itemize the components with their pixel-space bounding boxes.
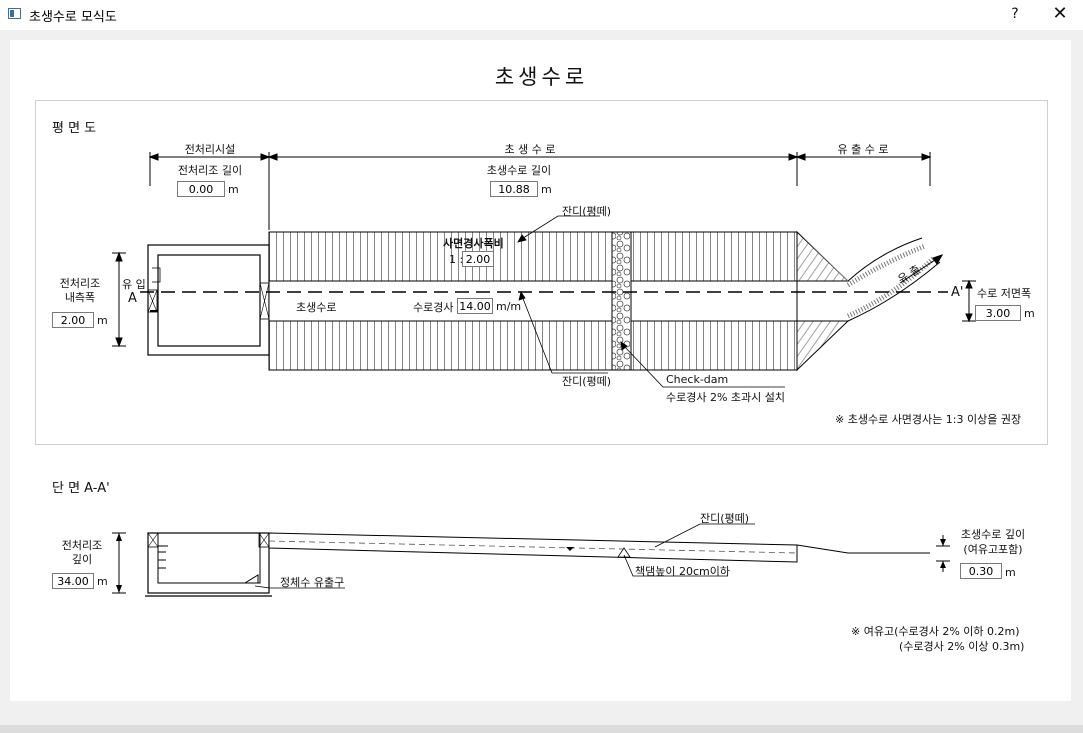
side-slope-prefix: 1 : [449,253,464,266]
section-view-title: 단 면 A-A' [52,481,110,496]
inlet-label: 유 입 [122,278,146,291]
channel-depth-unit: m [1005,566,1016,579]
slope-input[interactable] [457,298,493,314]
checkdam-label: Check-dam [666,373,729,386]
pre-facility-label: 전처리시설 [184,143,236,156]
page-title: 초생수로 [494,65,589,89]
section-a-label: A [128,291,137,306]
pretank-depth-label: 전처리조 깊이 [61,539,103,566]
window-title: 초생수로 모식도 [29,10,117,25]
channel-length-unit: m [541,183,552,196]
app-icon [8,8,21,19]
outflow-arrow [899,254,944,284]
pretank-width-unit: m [97,314,108,327]
bottom-width-unit: m [1024,307,1035,320]
plan-dimension-line [148,152,932,230]
side-slope-label: 사면경사폭비 [443,237,504,250]
plan-view-title: 평 면 도 [52,121,97,136]
slope-recommend-note: ※ 초생수로 사면경사는 1:3 이상을 권장 [835,413,1022,426]
outflow-section-label: 유 출 수 로 [837,143,889,156]
slope-unit: m/m [496,300,522,313]
slope-label: 수로경사 [413,301,454,314]
dam-height-label: 책댐높이 20cm이하 [635,565,730,578]
bottom-width-label: 수로 저면폭 [977,287,1032,300]
channel-label: 초생수로 [296,301,337,314]
channel-plan [268,231,798,371]
pretank-length-input[interactable] [177,181,225,197]
turf-label-top: 잔디(평떼) [562,205,612,218]
outflow-plan [796,230,941,372]
bottom-width-dimension [962,279,976,323]
checkdam-note: 수로경사 2% 초과시 설치 [666,391,786,404]
channel-depth-input[interactable] [960,563,1002,579]
freeboard-note-1: ※ 여유고(수로경사 2% 이하 0.2m) [851,625,1020,638]
channel-depth-label: 초생수로 깊이 (여유고포함) [960,528,1026,556]
bottom-width-input[interactable] [975,305,1021,321]
section-turf-label: 잔디(평떼) [700,512,750,525]
turf-label-bottom: 잔디(평떼) [562,375,612,388]
pretank-length-label: 전처리조 길이 [177,164,243,177]
pretank-width-input[interactable] [52,312,94,328]
pretank-depth-unit: m [97,575,108,588]
close-button[interactable]: ✕ [1052,3,1068,24]
pretank-width-dimension [112,251,126,348]
stagnant-outlet-label: 정체수 유출구 [280,576,345,589]
channel-section-label: 초 생 수 로 [504,143,556,156]
bottom-edge [0,725,1083,733]
pretank-depth-input[interactable] [52,573,94,589]
pretank-width-label: 전처리조 내측폭 [59,277,101,304]
help-button[interactable]: ? [1011,6,1019,22]
window-titlebar: 초생수로 모식도 ? ✕ [0,0,1083,30]
freeboard-note-2: (수로경사 2% 이상 0.3m) [899,640,1025,653]
plan-leaders [517,215,785,388]
section-a-prime-label: A' [951,285,964,300]
section-drawing [112,523,950,597]
channel-length-label: 초생수로 길이 [486,164,552,177]
pretank-length-unit: m [228,183,239,196]
channel-length-input[interactable] [490,181,538,197]
pretank-plan [147,244,270,356]
side-slope-input[interactable] [462,251,494,267]
